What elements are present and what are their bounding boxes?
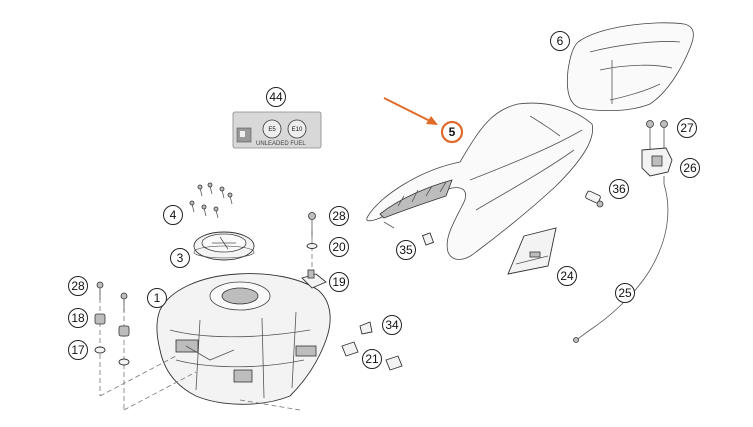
callout-6: 6: [550, 31, 570, 51]
svg-text:27: 27: [680, 121, 694, 135]
callout-24: 24: [557, 266, 577, 286]
callout-44: 44: [266, 87, 286, 107]
svg-text:21: 21: [365, 352, 379, 366]
callout-4: 4: [163, 205, 183, 225]
svg-text:35: 35: [399, 243, 413, 257]
svg-text:26: 26: [683, 161, 697, 175]
rider-seat: [366, 102, 594, 260]
highlight-arrow: [383, 97, 438, 125]
callout-25: 25: [615, 283, 635, 303]
callout-34: 34: [382, 315, 402, 335]
callout-17: 17: [68, 340, 88, 360]
seat-lock-assembly: [641, 120, 673, 184]
fuel-tank: [156, 273, 331, 405]
callout-5: 5: [440, 120, 464, 144]
callout-18: 18: [68, 308, 88, 328]
svg-text:34: 34: [385, 318, 399, 332]
badge-e10: E10: [292, 127, 303, 133]
svg-text:36: 36: [612, 182, 626, 196]
pillion-seat: [566, 22, 694, 112]
svg-text:3: 3: [177, 251, 184, 265]
callout-26: 26: [680, 158, 700, 178]
callout-28-right: 28: [329, 206, 349, 226]
svg-text:44: 44: [269, 90, 283, 104]
svg-text:17: 17: [71, 343, 85, 357]
badge-e5: E5: [268, 127, 276, 133]
tank-cap-screws: [189, 182, 233, 219]
fuel-tank-cap: [193, 231, 255, 261]
svg-text:4: 4: [170, 208, 177, 222]
svg-text:28: 28: [332, 209, 346, 223]
fuel-label-text: UNLEADED FUEL: [256, 141, 306, 147]
svg-text:1: 1: [154, 291, 161, 305]
callout-36: 36: [609, 179, 629, 199]
fuel-label-decal: E5 E10 UNLEADED FUEL: [232, 111, 322, 149]
right-fasteners: [301, 212, 327, 289]
callout-20: 20: [329, 237, 349, 257]
svg-text:19: 19: [332, 275, 346, 289]
callout-1: 1: [147, 288, 167, 308]
bolt-36: [585, 190, 604, 208]
callout-21: 21: [362, 349, 382, 369]
tool-kit-pouch: [507, 227, 557, 275]
seat-lock-cable: [573, 183, 669, 343]
clip-35: [383, 221, 435, 246]
svg-text:24: 24: [560, 269, 574, 283]
callout-27: 27: [677, 118, 697, 138]
clips: [341, 321, 403, 371]
callout-3: 3: [170, 248, 190, 268]
svg-text:20: 20: [332, 240, 346, 254]
left-fasteners: [94, 281, 130, 366]
callout-28-left: 28: [68, 276, 88, 296]
svg-text:6: 6: [557, 34, 564, 48]
svg-text:5: 5: [449, 125, 456, 139]
callout-35: 35: [396, 240, 416, 260]
svg-text:28: 28: [71, 279, 85, 293]
svg-text:25: 25: [618, 286, 632, 300]
svg-text:18: 18: [71, 311, 85, 325]
assembly-dashed-lines: [99, 230, 313, 411]
callout-19: 19: [329, 272, 349, 292]
